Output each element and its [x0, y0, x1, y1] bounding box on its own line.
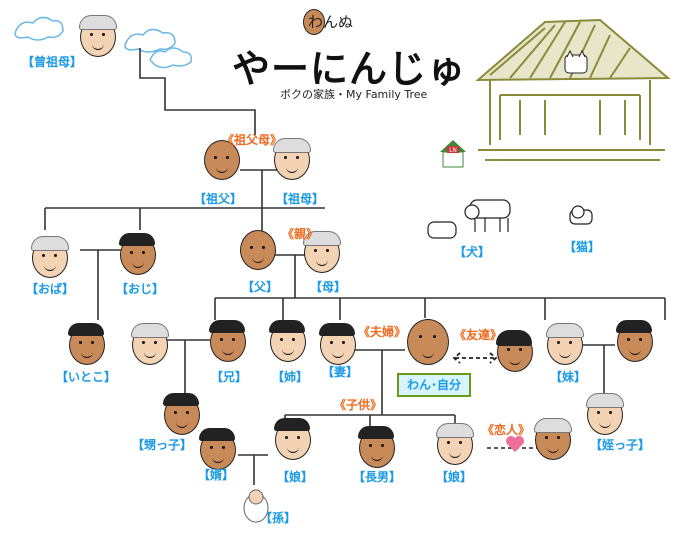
connectors: [44, 48, 666, 485]
friend-link: [452, 352, 498, 364]
label-cat: 【猫】: [563, 240, 601, 254]
label-wife: 【妻】: [321, 365, 359, 379]
svg-text:LN: LN: [449, 147, 457, 154]
face-me-title: [303, 9, 325, 35]
doghouse-icon: LN: [440, 140, 466, 168]
face-daughter2: [436, 423, 474, 465]
label-children: 《子供》: [333, 398, 383, 412]
face-eldest-son: [358, 426, 395, 468]
label-older-sister: 【姉】: [271, 370, 309, 384]
face-son-in-law: [199, 428, 236, 470]
label-nephew: 【甥っ子】: [131, 438, 193, 452]
face-uncle: [119, 233, 156, 275]
face-grandmother: [273, 138, 311, 180]
label-daughter2: 【娘】: [435, 470, 473, 484]
face-older-brother: [209, 320, 246, 362]
face-brother-wife: [131, 323, 169, 365]
face-me: [407, 319, 449, 365]
label-mother: 【母】: [309, 280, 347, 294]
face-daughter: [274, 418, 311, 460]
label-daughter: 【娘】: [276, 470, 314, 484]
label-older-brother: 【兄】: [210, 370, 248, 384]
label-grandchild: 【孫】: [259, 511, 297, 525]
label-aunt: 【おば】: [25, 282, 75, 296]
cat-on-roof-icon: [564, 49, 588, 74]
cat-icon: [569, 205, 593, 225]
label-niece: 【姪っ子】: [589, 438, 651, 452]
label-parents: 《親》: [281, 227, 319, 241]
face-lover: [534, 418, 572, 460]
house-illustration: [475, 18, 671, 161]
page-title: やーにんじゅ: [232, 47, 467, 91]
dogs-icon: [427, 199, 511, 239]
face-great-grandmother: [79, 15, 117, 57]
face-aunt: [31, 236, 69, 278]
clouds: [14, 16, 193, 69]
label-friend: 《友達》: [453, 328, 503, 342]
baby-icon: [243, 489, 269, 523]
title-sub: わんぬ: [308, 13, 354, 31]
label-eldest-son: 【長男】: [352, 470, 402, 484]
face-wife: [319, 323, 356, 365]
label-grandfather: 【祖父】: [193, 192, 243, 206]
label-lover: 《恋人》: [481, 423, 531, 437]
face-cousin: [68, 323, 105, 365]
label-dog: 【犬】: [453, 245, 491, 259]
face-nephew: [163, 393, 200, 435]
me-label-box: わん･自分: [397, 373, 471, 397]
label-cousin: 【いとこ】: [55, 370, 117, 384]
label-father: 【父】: [241, 280, 279, 294]
face-grandfather: [204, 140, 240, 180]
face-younger-sister: [546, 323, 584, 365]
label-grandparents: 《祖父母》: [221, 133, 283, 147]
face-mother: [303, 231, 341, 273]
face-older-sister: [269, 320, 306, 362]
face-father: [240, 230, 276, 270]
label-uncle: 【おじ】: [115, 282, 165, 296]
heart-icon: [506, 436, 524, 452]
label-great-grandmother: 【曾祖母】: [21, 55, 83, 69]
label-grandmother: 【祖母】: [275, 192, 325, 206]
title-tagline: ボクの家族・My Family Tree: [280, 88, 428, 101]
face-sister-husband: [616, 320, 653, 362]
label-younger-sister: 【妹】: [549, 370, 587, 384]
label-couple: 《夫婦》: [357, 325, 407, 339]
face-friend: [496, 330, 533, 372]
face-niece: [586, 393, 624, 435]
label-son-in-law: 【婿】: [197, 468, 235, 482]
